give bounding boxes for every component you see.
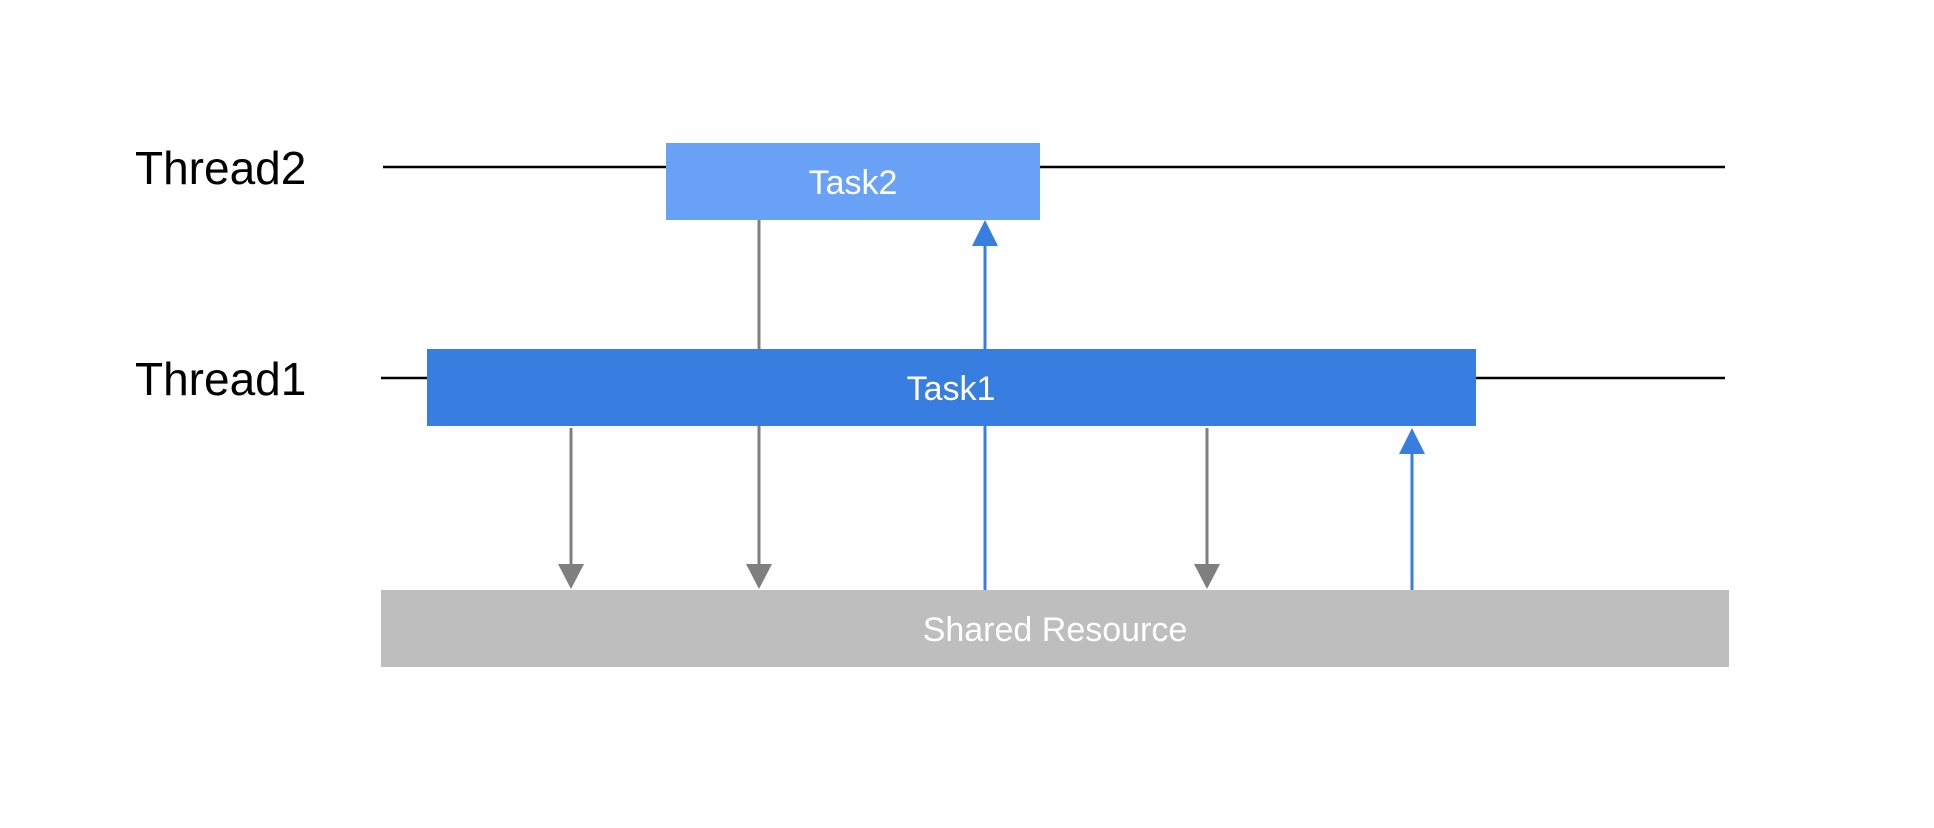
thread2-label: Thread2 bbox=[135, 142, 306, 194]
thread1-label: Thread1 bbox=[135, 353, 306, 405]
task2-rect bbox=[666, 143, 1040, 220]
task2-label: Task2 bbox=[809, 164, 898, 202]
shared-resource-rect bbox=[381, 590, 1729, 667]
write-arrow-1 bbox=[558, 428, 584, 589]
task1-label: Task1 bbox=[907, 370, 996, 408]
write-arrow-3 bbox=[1194, 428, 1220, 589]
task1-rect bbox=[427, 349, 1476, 426]
read-arrow-2 bbox=[1399, 428, 1425, 590]
task2-box: Task2 bbox=[666, 143, 1040, 220]
shared-resource-label: Shared Resource bbox=[923, 611, 1188, 649]
task1-box: Task1 bbox=[427, 349, 1476, 426]
shared-resource-box: Shared Resource bbox=[381, 590, 1729, 667]
